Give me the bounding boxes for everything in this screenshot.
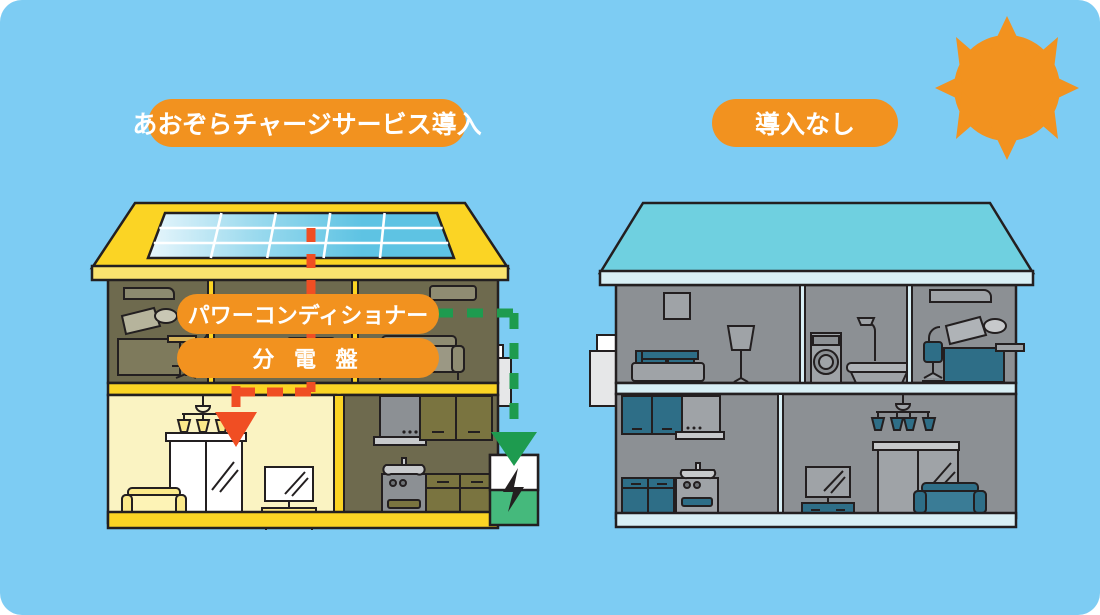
left-solar-roof xyxy=(89,201,511,282)
ev-storage-battery xyxy=(488,453,540,527)
distribution-board-label-pill: 分 電 盤 xyxy=(177,338,439,378)
right-upper-partition-1 xyxy=(799,284,806,384)
right-bathroom-furniture xyxy=(810,317,912,388)
power-conditioner-label: パワーコンディショナー xyxy=(187,304,429,329)
badge-without-service-label: 導入なし xyxy=(754,110,855,139)
flow-arrow-home xyxy=(215,412,257,447)
right-plain-roof xyxy=(597,201,1036,287)
power-conditioner-label-pill: パワーコンディショナー xyxy=(177,294,439,334)
distribution-board-label: 分 電 盤 xyxy=(252,348,364,373)
right-mid-floor-slab xyxy=(614,381,1018,396)
flow-board-to-home xyxy=(215,386,311,447)
badge-with-service: あおぞらチャージサービス導入 xyxy=(132,99,482,147)
solar-panel xyxy=(146,211,456,260)
sun-icon xyxy=(935,16,1079,160)
right-upper-partition-2 xyxy=(906,284,913,384)
right-bottom-slab xyxy=(614,511,1018,529)
flow-arrow-battery xyxy=(491,432,537,466)
right-living-chandelier xyxy=(870,394,937,431)
left-kitchen-upper-cabinets xyxy=(419,395,493,441)
left-upper-shelf xyxy=(429,285,477,301)
lightning-bolt-icon xyxy=(503,468,524,512)
right-house xyxy=(589,201,1036,529)
left-bottom-slab xyxy=(106,510,500,530)
left-house xyxy=(89,201,540,530)
left-lower-partition xyxy=(333,394,345,524)
right-lower-partition xyxy=(777,393,784,519)
badge-with-service-label: あおぞらチャージサービス導入 xyxy=(132,110,482,139)
right-living-glass-door xyxy=(872,441,960,519)
flow-conditioner-to-battery xyxy=(437,308,537,466)
right-office-furniture xyxy=(922,289,1025,383)
left-kitchen-range-hood xyxy=(373,395,427,446)
solar-panel-grid xyxy=(153,212,449,259)
right-kitchen-furniture xyxy=(621,395,725,519)
badge-without-service: 導入なし xyxy=(712,99,898,147)
